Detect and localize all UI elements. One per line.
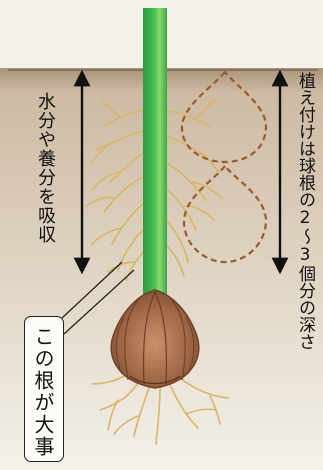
callout-label: この根が大事	[31, 326, 55, 458]
callout-pointer	[61, 261, 135, 335]
stem	[143, 8, 167, 300]
dashed-bulb-outlines	[180, 70, 268, 264]
dashed-bulb-bottom	[182, 164, 268, 264]
dashed-bulb-top	[180, 70, 268, 164]
bulb	[110, 289, 200, 389]
planting-depth-label: 植え付けは球根の2〜3個分の深さ	[295, 72, 315, 350]
callout-box	[24, 316, 64, 462]
roots	[85, 99, 229, 445]
absorb-label: 水分や養分を吸収	[35, 92, 56, 244]
